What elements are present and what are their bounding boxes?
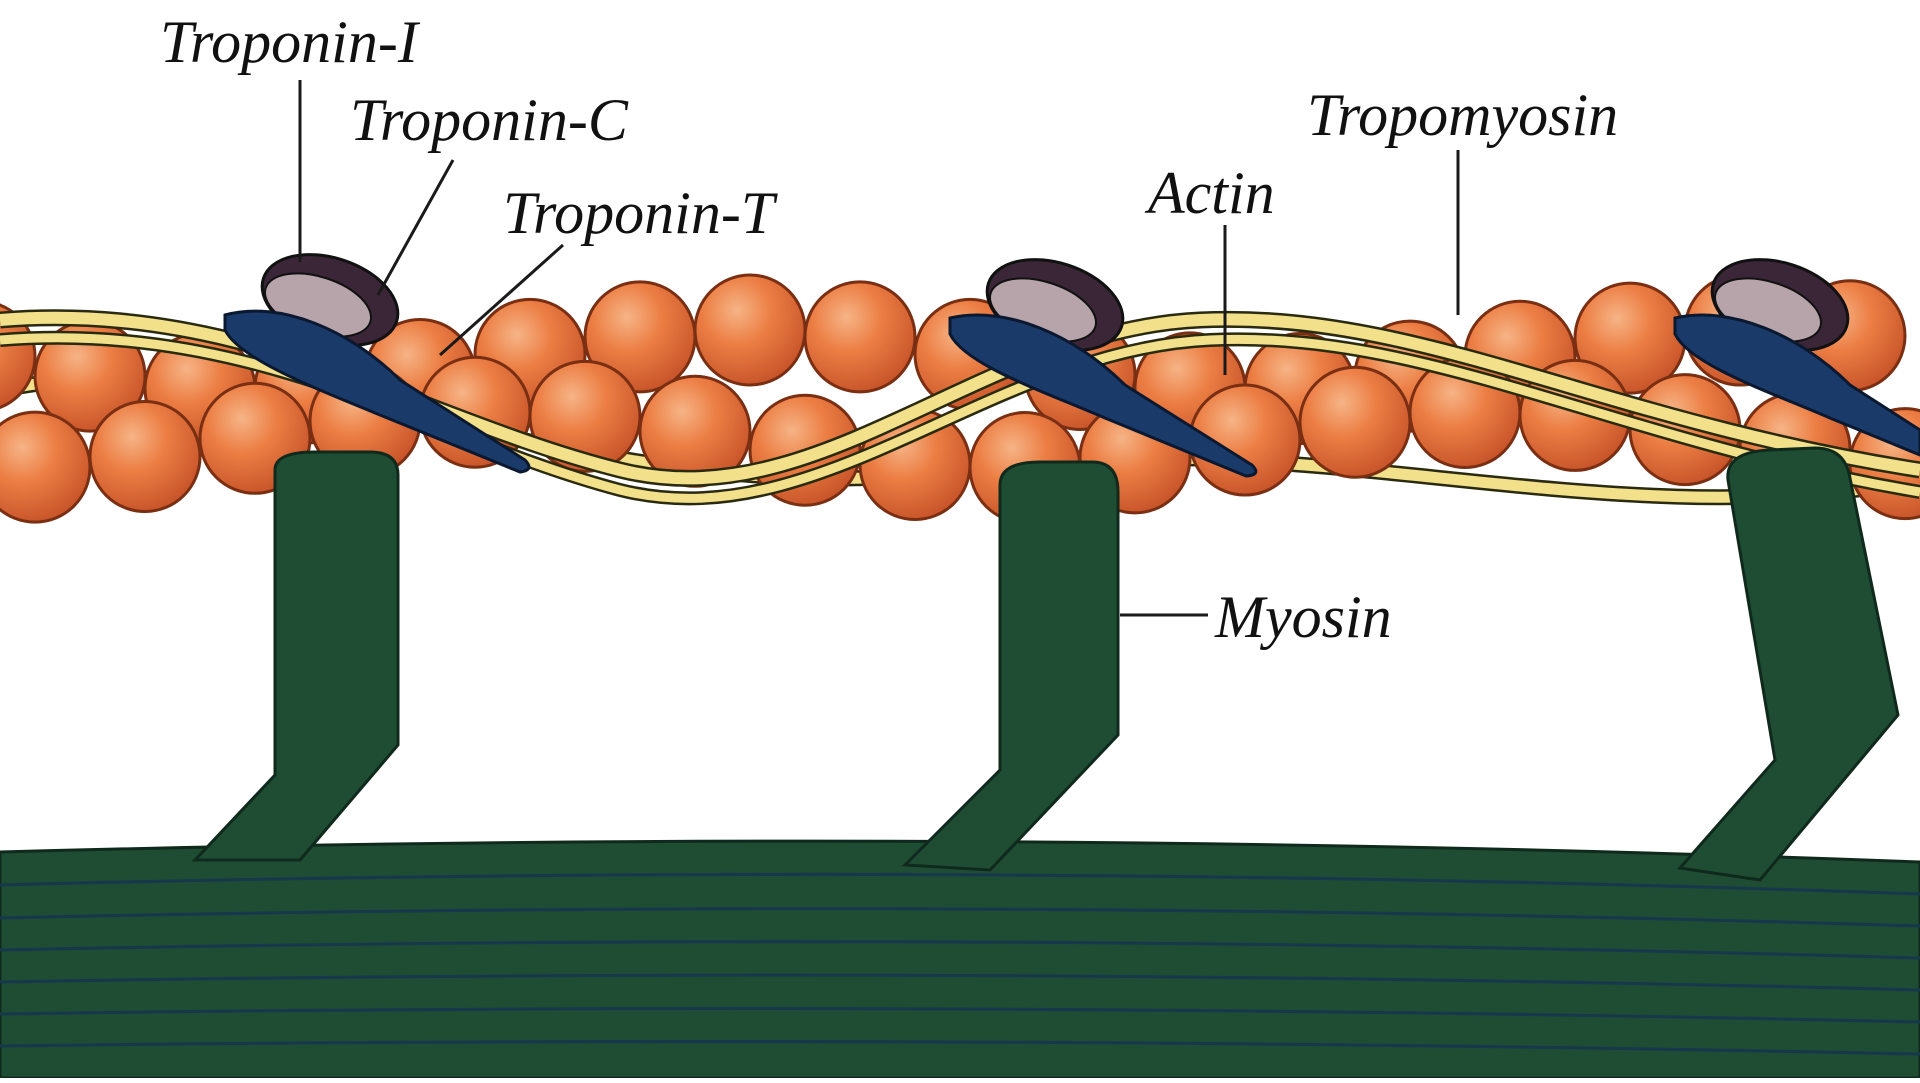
label-tropomyosin: Tropomyosin [1307,82,1618,148]
leader-troponin-c [378,160,453,295]
myosin-head-3 [1680,448,1898,880]
actin-globule [1300,367,1410,477]
actin-globule [805,282,915,392]
label-troponin-i: Troponin-I [160,9,421,75]
myosin-head-1 [195,452,398,860]
myosin-heads [195,448,1898,880]
actin-globule [90,402,200,512]
label-myosin: Myosin [1214,584,1392,650]
label-actin: Actin [1144,160,1275,226]
myosin-head-2 [905,462,1118,870]
label-troponin-c: Troponin-C [350,87,629,153]
label-troponin-t: Troponin-T [503,180,778,246]
myosin-thick-filament [0,841,1920,1078]
actin-globule [695,275,805,385]
